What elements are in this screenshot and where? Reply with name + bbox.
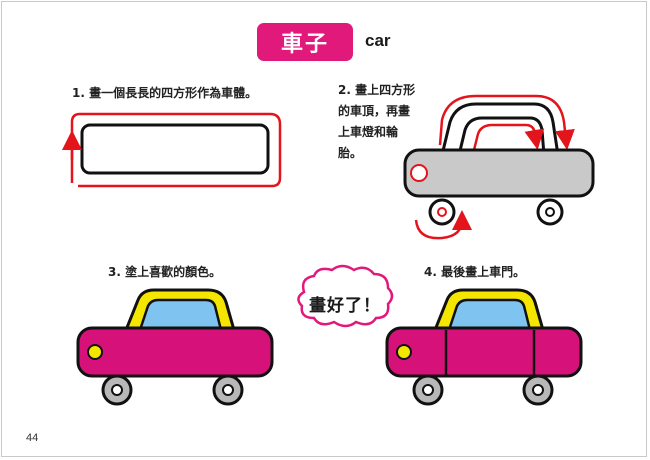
step-2-illustration xyxy=(403,94,595,240)
headlight xyxy=(396,344,412,360)
headlight xyxy=(87,344,103,360)
title-en: car xyxy=(365,31,391,50)
speech-bubble xyxy=(297,264,394,328)
car-body-sketch-gray xyxy=(403,148,595,198)
step-4-text: 4. 最後畫上車門。 xyxy=(424,265,526,279)
car-window xyxy=(447,298,532,332)
step-4-illustration xyxy=(385,288,583,406)
car-body xyxy=(385,326,583,378)
wheel-arrow xyxy=(414,210,472,240)
headlight-sketch xyxy=(410,164,428,182)
step-1-text: 1. 畫一個長長的四方形作為車體。 xyxy=(72,86,258,100)
step-3-text: 3. 塗上喜歡的顏色。 xyxy=(108,265,222,279)
car-body xyxy=(76,326,274,378)
step-2-text: 2. 畫上四方形的車頂，再畫上車燈和輪胎。 xyxy=(338,83,416,160)
draw-direction-arrow xyxy=(70,112,282,188)
roof-outline xyxy=(440,102,560,156)
title-badge: 車子 xyxy=(257,23,353,61)
speech-bubble-text: 畫好了！ xyxy=(309,296,381,316)
step-1-illustration xyxy=(62,112,282,188)
step-3-illustration xyxy=(76,288,274,406)
car-body-sketch xyxy=(80,123,270,175)
title-zh: 車子 xyxy=(280,32,329,57)
roof-arrow-outer xyxy=(438,94,575,150)
page-number: 44 xyxy=(26,432,39,444)
roof-arrow-inner xyxy=(472,123,545,151)
car-window xyxy=(138,298,223,332)
roof-inner-outline xyxy=(457,116,546,156)
